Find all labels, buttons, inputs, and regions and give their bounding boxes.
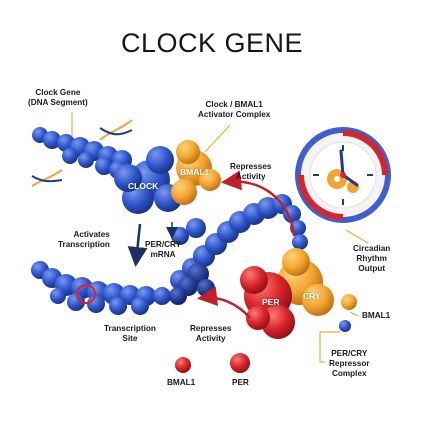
bmal1-bottom-label: BMAL1 bbox=[167, 378, 196, 387]
bmal1-legend-dot bbox=[175, 357, 191, 373]
dna-chromatin bbox=[31, 127, 308, 315]
represses-arrow-bottom bbox=[197, 286, 251, 319]
dna-helix-icon bbox=[31, 119, 133, 187]
activates-arrow bbox=[127, 223, 148, 267]
represses-arrow-top bbox=[221, 170, 296, 237]
per-cry-complex bbox=[240, 248, 334, 339]
clock-protein-label: CLOCK bbox=[128, 181, 159, 191]
leader-activator-complex bbox=[204, 124, 231, 153]
clock-face-icon bbox=[295, 127, 391, 223]
leader-circadian bbox=[345, 229, 369, 244]
per-protein-label: PER bbox=[262, 297, 280, 307]
bmal1-protein-label: BMAL1 bbox=[180, 167, 210, 177]
per-bottom-label: PER bbox=[232, 378, 249, 387]
clock-gene-label: Clock Gene(DNA Segment) bbox=[28, 88, 88, 107]
bmal1-right-label: BMAL1 bbox=[362, 311, 391, 320]
bmal1-legend-dot-blue bbox=[339, 320, 351, 332]
transcription-site-marker bbox=[76, 284, 96, 304]
leader-bmal1 bbox=[349, 311, 359, 317]
clock-bmal1-complex bbox=[114, 140, 221, 214]
cry-protein-label: CRY bbox=[303, 291, 321, 301]
leader-repressor-complex bbox=[319, 331, 340, 363]
bmal1-legend-dot-orange bbox=[341, 294, 357, 310]
leader-lines bbox=[71, 112, 369, 363]
per-legend-dot bbox=[230, 353, 250, 373]
page-title: CLOCK GENE bbox=[120, 28, 304, 58]
